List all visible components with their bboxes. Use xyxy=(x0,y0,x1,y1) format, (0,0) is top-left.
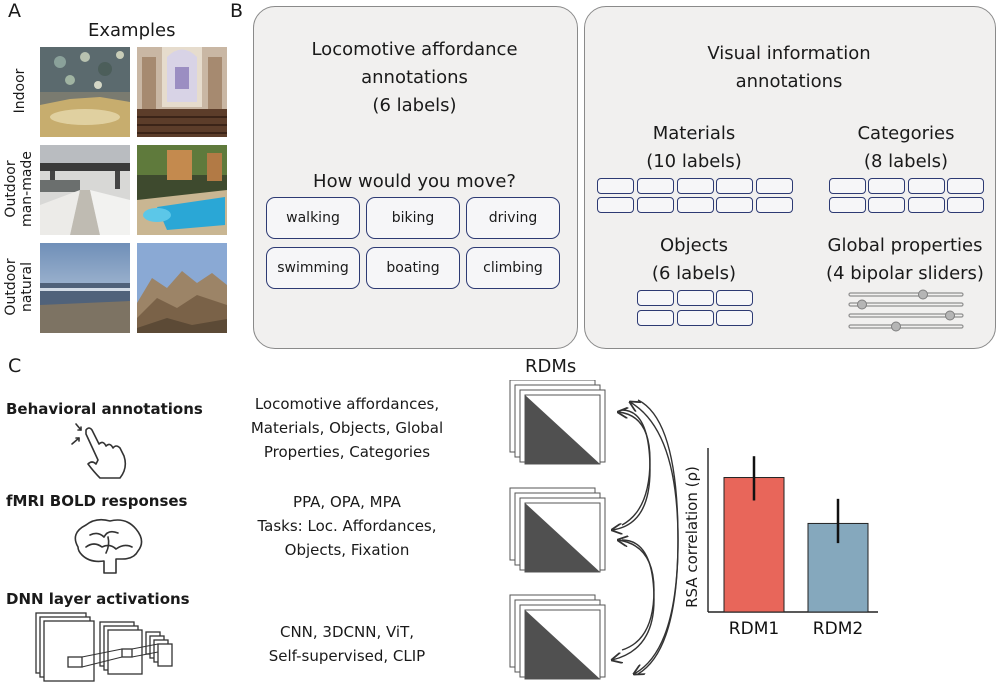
materials-cell xyxy=(637,178,674,194)
categories-cell xyxy=(908,197,945,213)
bipolar-sliders-icon xyxy=(848,289,964,332)
panel-b-letter: B xyxy=(230,0,244,22)
bar-rdm1 xyxy=(723,477,785,613)
behavioral-description: Locomotive affordances, Materials, Objec… xyxy=(250,395,444,461)
panel-c-letter: C xyxy=(8,355,22,377)
indoor-photo-2 xyxy=(137,47,227,137)
network-layers-icon xyxy=(35,612,173,682)
natural-photo-1 xyxy=(40,243,130,333)
categories-cell xyxy=(829,178,866,194)
materials-cell xyxy=(716,178,753,194)
materials-cell xyxy=(756,197,793,213)
row-label-outdoor-natural: Outdoor natural xyxy=(3,258,35,316)
materials-cell xyxy=(597,197,634,213)
label-swimming: swimming xyxy=(266,247,360,289)
materials-cell xyxy=(677,178,714,194)
objects-cell xyxy=(716,290,753,306)
dnn-description: CNN, 3DCNN, ViT, Self-supervised, CLIP xyxy=(268,623,426,665)
locomotive-title: Locomotive affordance annotations (6 lab… xyxy=(311,39,518,116)
examples-title: Examples xyxy=(88,20,176,41)
materials-cell xyxy=(677,197,714,213)
natural-photo-2 xyxy=(137,243,227,333)
objects-cell xyxy=(677,290,714,306)
move-question: How would you move? xyxy=(313,171,516,192)
panel-a-letter: A xyxy=(8,0,21,22)
global-properties-heading: Global properties (4 bipolar sliders) xyxy=(826,235,984,284)
man-made-photo-2 xyxy=(137,145,227,235)
fmri-heading: fMRI BOLD responses xyxy=(6,492,188,510)
man-made-photo-1 xyxy=(40,145,130,235)
behavioral-annotations-heading: Behavioral annotations xyxy=(6,400,203,418)
dnn-heading: DNN layer activations xyxy=(6,590,190,608)
rdms-title: RDMs xyxy=(525,356,577,377)
categories-cell xyxy=(947,178,984,194)
objects-cell xyxy=(637,290,674,306)
categories-cell xyxy=(829,197,866,213)
categories-cell xyxy=(908,178,945,194)
objects-heading: Objects (6 labels) xyxy=(651,235,737,284)
visual-info-title: Visual information annotations xyxy=(707,43,871,92)
label-biking: biking xyxy=(366,197,460,239)
row-label-outdoor-man-made: Outdoor man-made xyxy=(3,151,35,227)
indoor-photo-1 xyxy=(40,47,130,137)
fmri-description: PPA, OPA, MPA Tasks: Loc. Affordances, O… xyxy=(257,493,437,559)
categories-cell xyxy=(868,178,905,194)
tick-label-rdm1: RDM1 xyxy=(729,619,779,639)
rsa-ylabel: RSA correlation (ρ) xyxy=(683,466,701,608)
objects-cell xyxy=(716,310,753,326)
tick-label-rdm2: RDM2 xyxy=(813,619,863,639)
materials-cell xyxy=(716,197,753,213)
rsa-bar-chart: RDM1 RDM2 xyxy=(707,448,878,639)
categories-cell xyxy=(868,197,905,213)
label-driving: driving xyxy=(466,197,560,239)
categories-cell xyxy=(947,197,984,213)
objects-cell xyxy=(637,310,674,326)
rdm-stack-behavioral xyxy=(509,380,606,465)
locomotive-panel xyxy=(253,6,578,349)
materials-cell xyxy=(756,178,793,194)
materials-heading: Materials (10 labels) xyxy=(646,123,742,172)
rdm-stack-dnn xyxy=(509,594,606,680)
categories-heading: Categories (8 labels) xyxy=(857,123,955,172)
label-climbing: climbing xyxy=(466,247,560,289)
brain-icon xyxy=(74,518,143,574)
row-label-indoor: Indoor xyxy=(12,68,28,114)
materials-cell xyxy=(597,178,634,194)
rdm-stacks xyxy=(509,380,679,680)
rdm-stack-fmri xyxy=(509,487,606,573)
label-boating: boating xyxy=(366,247,460,289)
label-walking: walking xyxy=(266,197,360,239)
hand-touch-icon xyxy=(71,423,127,479)
materials-cell xyxy=(637,197,674,213)
objects-cell xyxy=(677,310,714,326)
